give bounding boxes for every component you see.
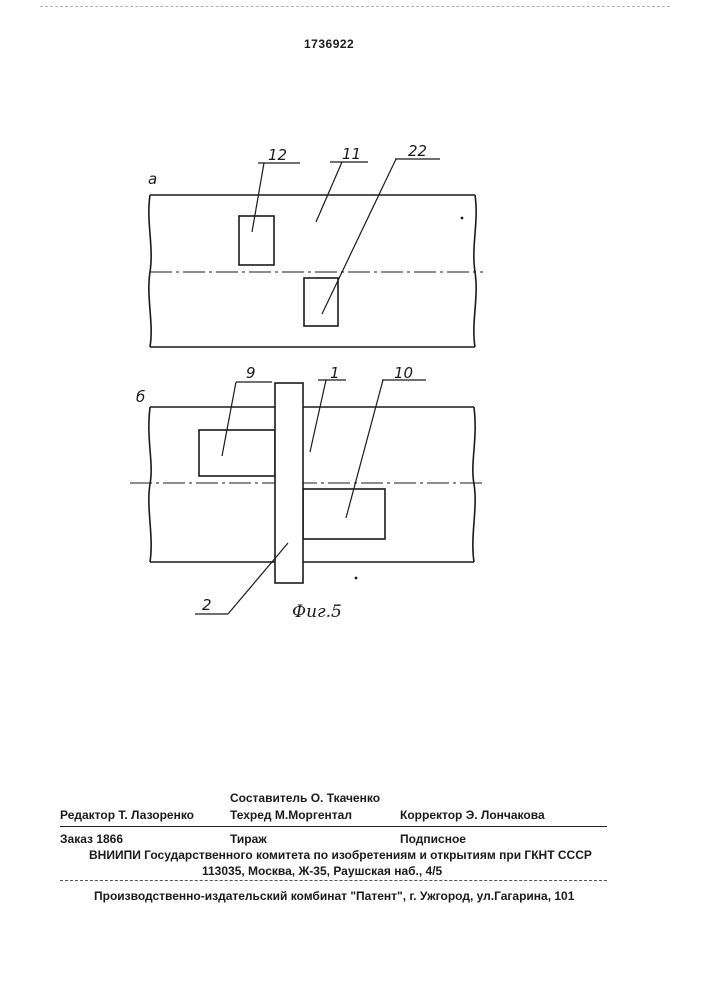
view-a-left-break: [149, 195, 151, 347]
leader-10: [346, 380, 383, 518]
element-12-rect: [239, 216, 274, 265]
ref-10-label: 10: [394, 364, 413, 382]
compiler-line: Составитель О. Ткаченко: [230, 791, 380, 805]
ref-2-label: 2: [202, 596, 212, 614]
imprint-rule-top: [60, 826, 607, 827]
ref-1-label: 1: [330, 364, 340, 382]
leader-9: [222, 382, 236, 456]
circulation-label: Тираж: [230, 832, 267, 846]
leader-11: [316, 162, 342, 222]
element-22-rect: [304, 278, 338, 326]
ref-9-label: 9: [246, 364, 256, 382]
ref-12-label: 12: [268, 146, 287, 164]
view-b-left-break: [149, 407, 151, 562]
corrector-line: Корректор Э. Лончакова: [400, 808, 545, 822]
view-a: [149, 159, 483, 347]
subscription-label: Подписное: [400, 832, 466, 846]
imprint-rule-bottom: [60, 880, 607, 881]
speck-dot: [355, 577, 358, 580]
leader-12: [252, 163, 264, 232]
techred-line: Техред М.Моргентал: [230, 808, 352, 822]
view-b: [130, 380, 483, 614]
figure-caption: Фиг.5: [292, 602, 342, 622]
element-10-rect: [303, 489, 385, 539]
editor-line: Редактор Т. Лазоренко: [60, 808, 194, 822]
view-a-label: а: [148, 170, 157, 188]
ref-22-label: 22: [408, 142, 427, 160]
leader-1: [310, 380, 326, 452]
publisher-line: Производственно-издательский комбинат "П…: [94, 889, 574, 903]
view-b-label: б: [136, 388, 145, 406]
institute-line: ВНИИПИ Государственного комитета по изоб…: [89, 848, 592, 862]
view-b-right-break: [473, 407, 475, 562]
speck-dot: [461, 217, 464, 220]
order-number: Заказ 1866: [60, 832, 123, 846]
address-line: 113035, Москва, Ж-35, Раушская наб., 4/5: [202, 864, 442, 878]
element-9-rect: [199, 430, 275, 476]
view-a-right-break: [474, 195, 476, 347]
ref-11-label: 11: [342, 145, 361, 163]
